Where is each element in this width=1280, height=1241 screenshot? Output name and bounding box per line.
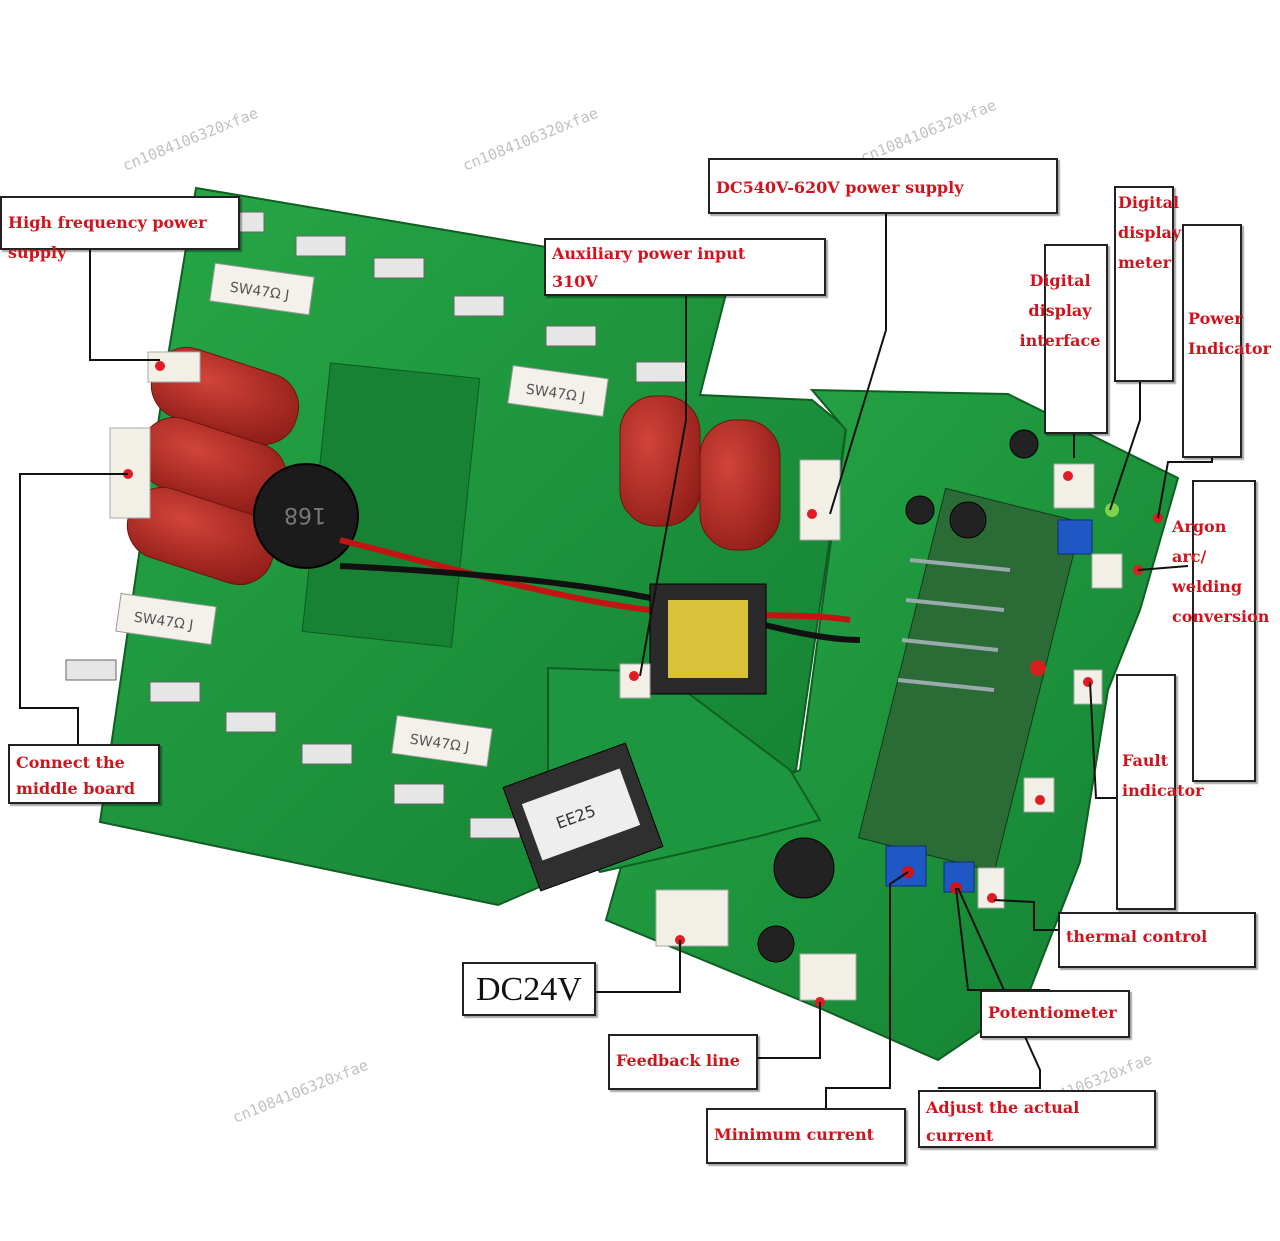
power-resistors xyxy=(115,262,609,768)
label-fault-indicator: Fault indicator xyxy=(1116,674,1204,910)
label-thermal-control: thermal control xyxy=(1058,912,1256,968)
label-potentiometer: Potentiometer xyxy=(980,990,1130,1038)
label-dc24v: DC24V xyxy=(462,962,596,1016)
label-digital-interface: Digital display interface xyxy=(1020,244,1108,434)
power-led xyxy=(1105,503,1119,517)
label-dc540: DC540V-620V power supply xyxy=(708,158,1058,214)
black-wire xyxy=(339,563,861,643)
leader-lines xyxy=(19,214,1213,1108)
electrolytic-capacitors xyxy=(757,429,1039,963)
label-adjust-current: Adjust the actual current xyxy=(918,1090,1156,1148)
label-power-indicator: Power Indicator xyxy=(1182,224,1271,458)
label-feedback-line: Feedback line xyxy=(608,1034,758,1090)
red-wire xyxy=(339,537,851,623)
label-digital-meter: Digital display meter xyxy=(1114,186,1181,382)
label-high-frequency: High frequency power supply xyxy=(0,196,240,262)
fault-led xyxy=(1030,660,1046,676)
label-connect-middle-board: Connect the middle board xyxy=(8,744,160,804)
terminal-pads xyxy=(65,211,687,839)
label-minimum-current: Minimum current xyxy=(706,1108,906,1164)
blue-trimmers xyxy=(885,519,1093,893)
label-aux-power: Auxiliary power input 310V xyxy=(544,238,826,296)
film-capacitors xyxy=(126,346,781,586)
coil-marking: 168 xyxy=(284,502,326,527)
label-argon-welding: Argon arc/ welding conversion xyxy=(1172,480,1269,782)
toroid-coil xyxy=(253,463,359,569)
